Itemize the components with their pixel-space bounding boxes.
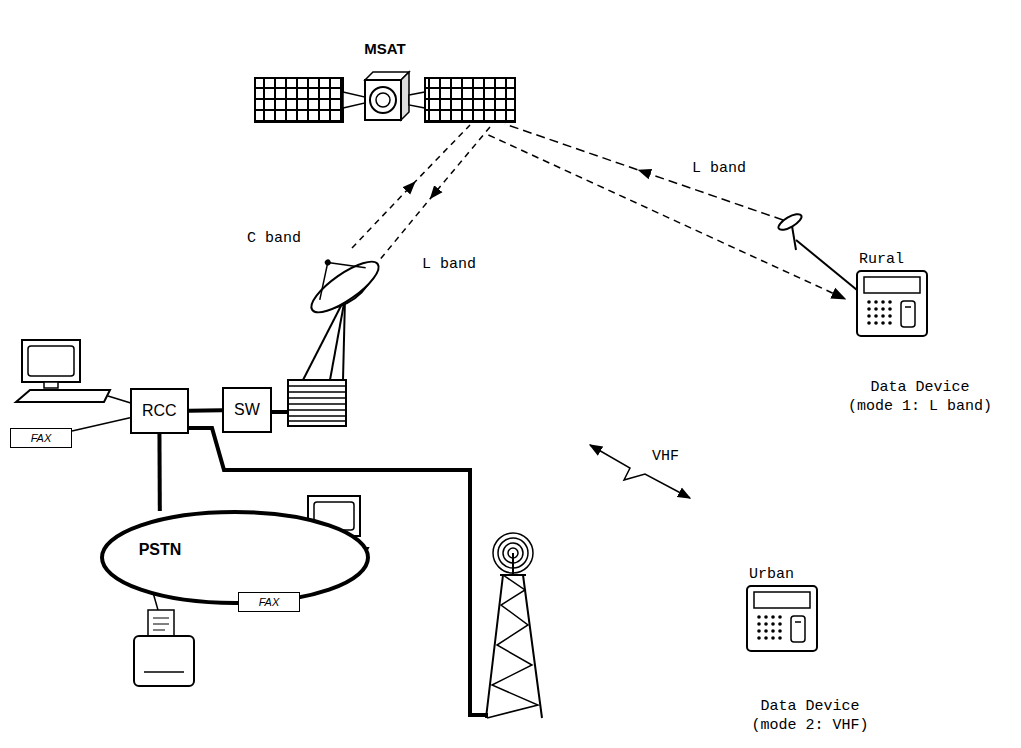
screen (28, 346, 74, 376)
data-device: RuralData Device (mode 1: L band) (845, 250, 995, 417)
tower-brace (487, 575, 538, 718)
antenna-dish (776, 211, 804, 233)
mast (512, 553, 514, 575)
feed (324, 258, 332, 266)
stand (343, 298, 345, 380)
paper-slot (144, 671, 184, 673)
uplink-line (505, 124, 783, 220)
antenna-stand (792, 226, 796, 250)
mobile-antenna (776, 211, 857, 290)
fax-box: FAX (238, 592, 300, 612)
earth-station (288, 237, 386, 426)
node-caption: Data Device (mode 2: VHF) (735, 697, 885, 736)
network-ellipse: PSTN (100, 510, 220, 590)
paper-lines (153, 618, 169, 630)
keyboard (16, 390, 110, 402)
switch-box: SW (222, 387, 272, 433)
computer-terminal (16, 340, 110, 402)
node-label: MSAT (250, 40, 520, 57)
connector (488, 135, 845, 299)
panel-strut (409, 92, 425, 108)
monitor (22, 340, 80, 382)
node-label: FAX (19, 432, 63, 444)
printer-body (134, 636, 194, 686)
radio-link (590, 445, 690, 498)
base-coil (288, 386, 346, 421)
fax-box: FAX (10, 428, 72, 448)
process-box: RCC (130, 388, 189, 434)
antenna-cable (796, 240, 857, 290)
band-label: VHF (650, 448, 681, 465)
data-device: UrbanData Device (mode 2: VHF) (735, 565, 885, 736)
satellite-lens (376, 93, 390, 107)
node-label: PSTN (139, 541, 182, 559)
printer (134, 610, 194, 686)
feed-strut (328, 246, 366, 283)
band-label: C band (245, 230, 303, 247)
feed-strut (305, 262, 343, 299)
satellite-lens (370, 87, 396, 113)
satellite-node: MSAT (250, 40, 520, 135)
uplink-line (352, 125, 470, 248)
ellipse-outline (102, 512, 368, 603)
panel-strut (343, 92, 365, 108)
dish (305, 253, 385, 320)
stand (330, 298, 345, 380)
solar-panel (255, 78, 343, 122)
data-device-figure (857, 271, 927, 336)
link-label: L band (420, 256, 478, 273)
connector (157, 434, 161, 511)
solar-panel (425, 78, 515, 122)
body-side (401, 72, 409, 120)
station-base (288, 380, 346, 426)
node-label: SW (234, 401, 260, 419)
node-caption: Data Device (mode 1: L band) (845, 378, 995, 417)
band-label: L band (690, 160, 748, 177)
node-label: FAX (247, 596, 291, 608)
tower-leg (486, 575, 542, 718)
data-device-figure (747, 586, 817, 651)
satellite-body (365, 80, 401, 120)
downlink-line (378, 127, 490, 262)
node-label: Urban (735, 565, 885, 585)
satellite (255, 72, 515, 122)
connector (72, 418, 130, 431)
monitor-stand (44, 382, 58, 388)
node-label: RCC (142, 402, 177, 420)
node-label: Rural (845, 250, 995, 270)
radio-tower (486, 533, 542, 718)
connector (189, 408, 222, 412)
